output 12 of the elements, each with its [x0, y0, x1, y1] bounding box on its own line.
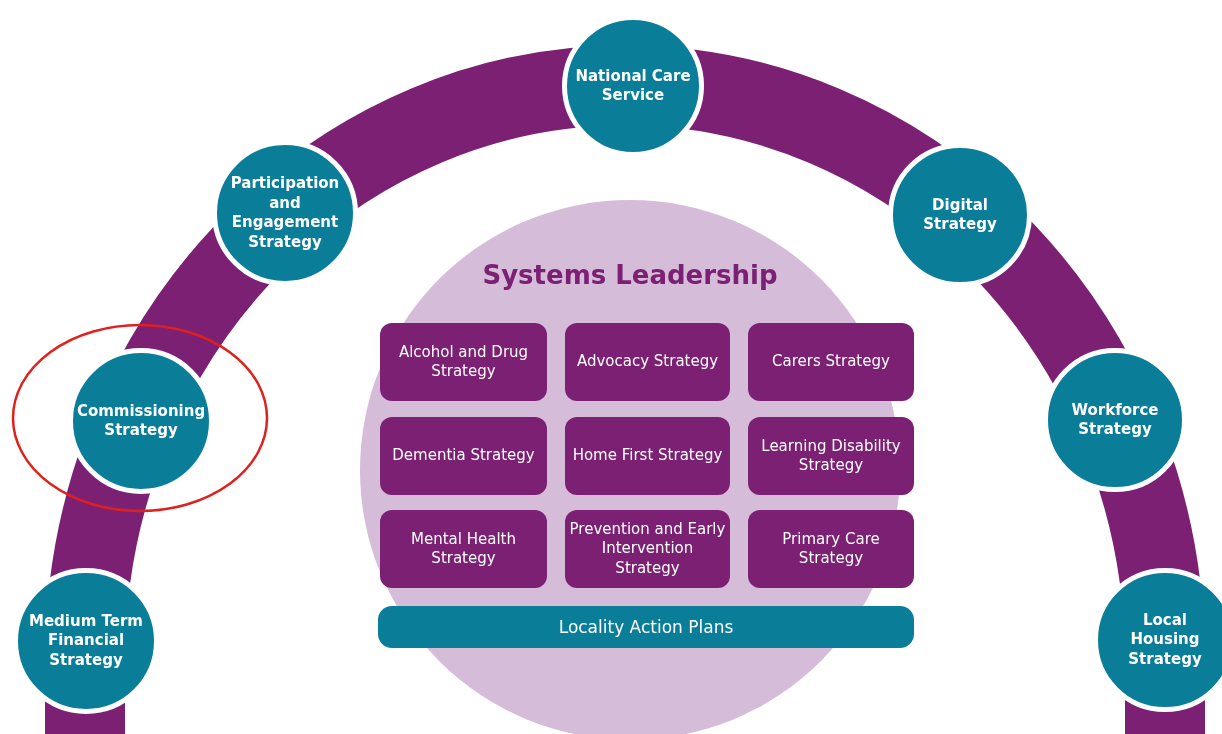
strategy-box: Advocacy Strategy: [565, 323, 730, 401]
plan-bar: Locality Action Plans: [378, 606, 914, 648]
strategy-box: Learning Disability Strategy: [748, 417, 914, 495]
strategy-circle: Digital Strategy: [888, 143, 1032, 287]
strategy-box: Carers Strategy: [748, 323, 914, 401]
strategy-box: Home First Strategy: [565, 417, 730, 495]
strategy-box: Dementia Strategy: [380, 417, 547, 495]
section-title: Systems Leadership: [482, 260, 778, 290]
strategy-box: Prevention and Early Intervention Strategy: [565, 510, 730, 588]
strategy-box: Primary Care Strategy: [748, 510, 914, 588]
strategy-box: Alcohol and Drug Strategy: [380, 323, 547, 401]
strategy-box: Mental Health Strategy: [380, 510, 547, 588]
